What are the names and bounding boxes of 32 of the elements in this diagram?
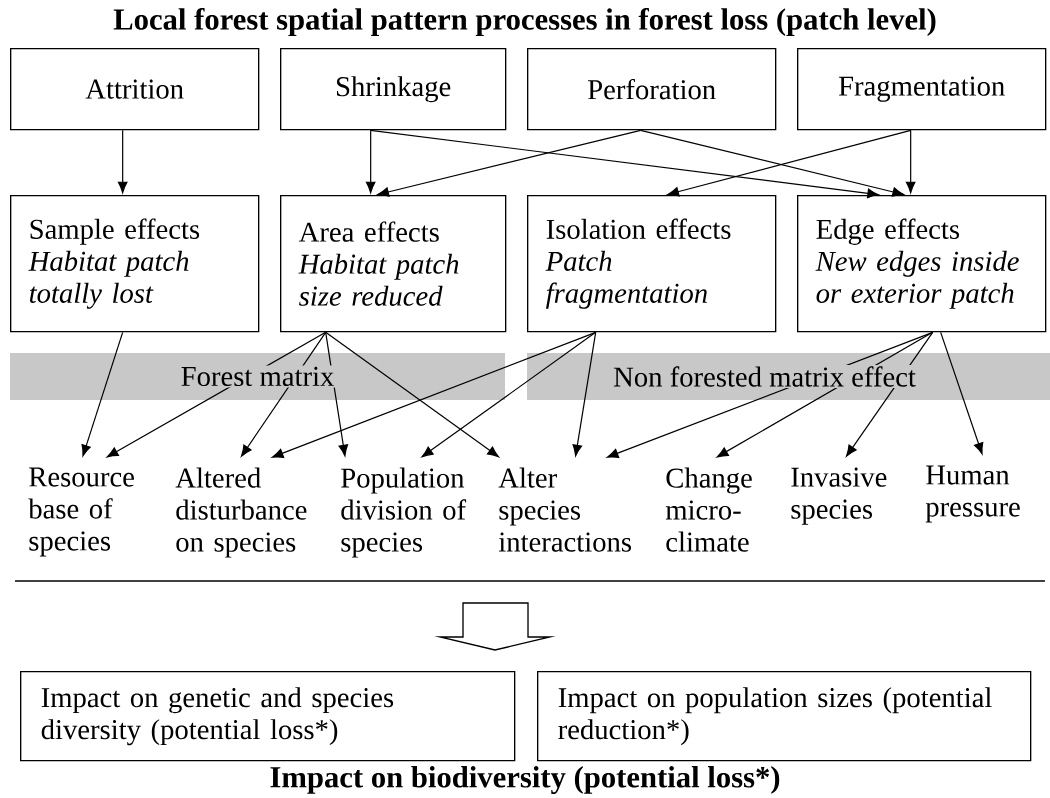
impact-box: Impact on population sizes (potential reduction*) [537,671,1032,762]
effect-box: Edge effects New edges inside or exterior patch [797,195,1047,333]
effect-box: Isolation effects Patch fragmentation [527,195,777,333]
process-box: Attrition [10,48,260,131]
arrow [325,331,499,458]
impact-label: Human pressure [925,465,1020,523]
impact-label: Change micro-climate [665,467,752,552]
effect-box: Sample effects Habitat patch totally lost [10,195,260,333]
arrow [271,331,597,458]
process-box: Perforation [527,48,777,131]
impact-box: Impact on genetic and species diversity (potential loss*) [20,671,516,762]
process-box: Fragmentation [797,48,1047,131]
arrow [572,331,597,457]
arrow [117,129,128,194]
impact-label: Alter species interactions [498,467,631,552]
band-label: Forest matrix [178,365,337,388]
band-label: Non forested matrix effect [610,364,919,389]
impact-label: Population division of species [341,467,467,558]
arrow [905,129,916,194]
caption: Impact on biodiversity (potential loss*) [270,766,780,794]
arrow [81,331,124,457]
arrow [421,331,597,458]
arrow [365,129,376,194]
arrow [377,129,642,197]
process-box: Shrinkage [280,48,507,131]
impact-label: Invasive species [791,467,887,525]
impact-label: Altered disturbance on species [175,467,307,558]
arrow [370,129,879,199]
impact-label: Resource base of species [28,467,134,557]
title: Local forest spatial pattern processes in forest loss (patch level) [113,7,936,37]
effect-box: Area effects Habitat patch size reduced [280,195,507,333]
arrow [940,331,984,455]
